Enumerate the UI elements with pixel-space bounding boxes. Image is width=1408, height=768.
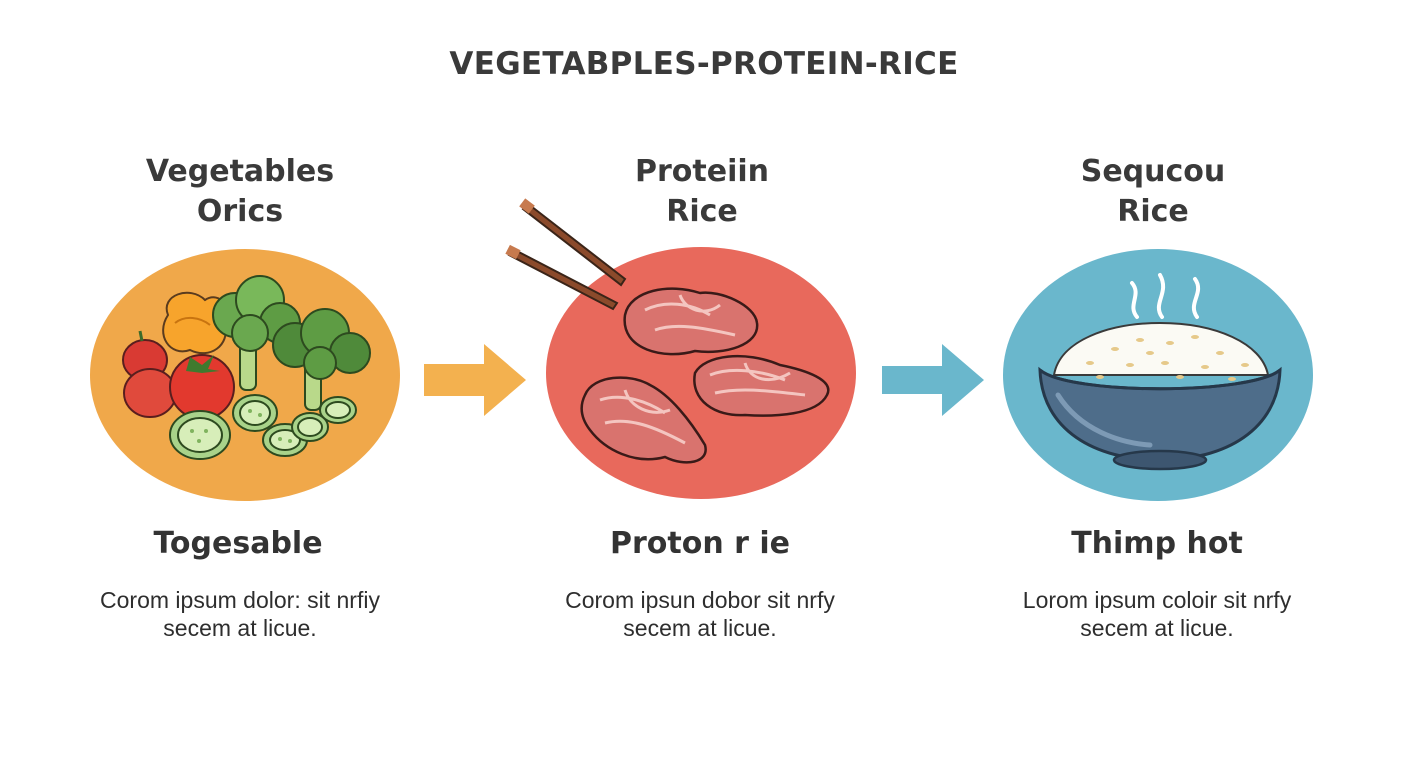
step-2-description-line-2: secem at licue.: [623, 615, 777, 641]
step-1-caption: Togesable: [153, 526, 323, 561]
step-3-description-line-1: Lorom ipsum coloir sit nrfy: [1022, 587, 1292, 613]
arrow-right-icon: [424, 344, 526, 416]
step-1-heading: Vegetables Orics: [70, 152, 410, 232]
step-1-heading-line-2: Orics: [196, 194, 284, 229]
step-3-caption: Thimp hot: [1071, 526, 1243, 561]
step-2-heading-line-2: Rice: [666, 194, 738, 229]
vegetables-icon: [90, 249, 400, 501]
rice-bowl-icon: [1003, 249, 1313, 501]
diagram-title: VEGETABPLES-PROTEIN-RICE: [449, 46, 959, 82]
step-3-heading: Sequcou Rice: [983, 152, 1323, 232]
step-3-heading-line-1: Sequcou: [1080, 154, 1226, 189]
step-3-description: Lorom ipsum coloir sit nrfy secem at lic…: [967, 586, 1347, 642]
step-1-description-line-1: Corom ipsum dolor: sit nrfiy: [100, 587, 380, 613]
meat-icon: [505, 198, 856, 499]
step-2-description-line-1: Corom ipsun dobor sit nrfy: [565, 587, 835, 613]
step-1-description-line-2: secem at licue.: [163, 615, 317, 641]
arrow-right-icon: [882, 344, 984, 416]
step-1-heading-line-1: Vegetables: [145, 154, 335, 189]
step-2-description: Corom ipsun dobor sit nrfy secem at licu…: [510, 586, 890, 642]
step-2-heading-line-1: Proteiin: [634, 154, 769, 189]
step-2-heading: Proteiin Rice: [532, 152, 872, 232]
step-3-description-line-2: secem at licue.: [1080, 615, 1234, 641]
step-1-description: Corom ipsum dolor: sit nrfiy secem at li…: [50, 586, 430, 642]
step-2-caption: Proton r ie: [609, 526, 790, 561]
step-3-heading-line-2: Rice: [1117, 194, 1189, 229]
